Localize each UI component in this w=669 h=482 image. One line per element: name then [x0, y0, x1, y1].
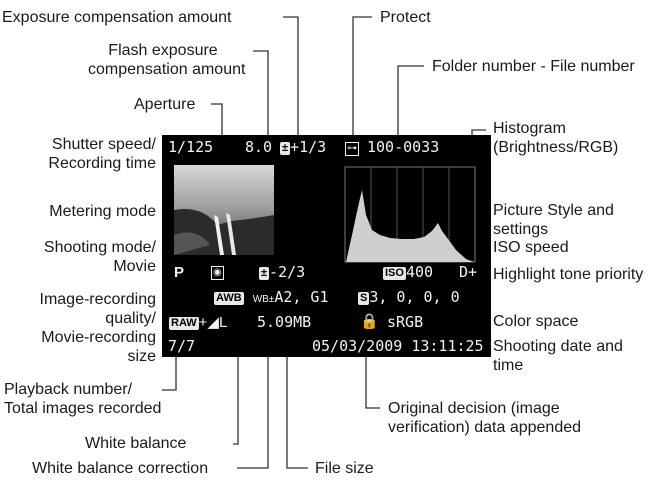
label-iso-speed: ISO speed: [493, 239, 569, 256]
label-shooting-mode: Shooting mode/Movie: [43, 239, 156, 275]
awb-icon: AWB: [214, 292, 244, 305]
iso-icon: ISO: [383, 267, 406, 280]
key-icon: ⊶: [345, 142, 359, 156]
color-space-value: sRGB: [387, 313, 424, 331]
label-white-balance: White balance: [85, 435, 187, 452]
leader-folder-file: [397, 65, 424, 140]
wb-shift-icon: WB±: [252, 294, 275, 305]
shooting-mode-value: P: [174, 264, 185, 281]
leader-exposure-comp: [283, 16, 299, 140]
label-shutter-speed: Shutter speed/Recording time: [48, 136, 156, 172]
shooting-datetime-value: 05/03/2009 13:11:25: [312, 337, 484, 355]
leader-playback: [162, 357, 177, 391]
jpeg-quality-icon: +◢L: [198, 314, 228, 331]
camera-lcd: 1/125 8.0 ±+1/3 ⊶ 100-0033 P ◉ ±-2/3 ISO…: [162, 135, 491, 357]
quality-readout: RAW+◢L: [169, 314, 227, 331]
exposure-comp-icon: ±: [280, 142, 291, 155]
white-balance-readout: AWB WB±A2, G1: [214, 288, 329, 306]
thumbnail-photo: [174, 165, 274, 255]
folder-file-number: 100-0033: [367, 138, 440, 156]
label-folder-file-number: Folder number - File number: [432, 58, 635, 75]
label-protect: Protect: [380, 9, 431, 26]
protect-icon: ⊶: [345, 139, 359, 156]
exposure-comp-readout: ±+1/3: [280, 138, 327, 156]
label-exposure-comp: Exposure compensation amount: [2, 9, 232, 26]
picture-style-icon: S: [358, 292, 370, 305]
leader-aperture: [211, 103, 223, 140]
flash-comp-readout: ±-2/3: [259, 263, 306, 281]
label-aperture: Aperture: [134, 96, 196, 113]
leader-file-size: [286, 327, 308, 469]
label-highlight-tone: Highlight tone priority: [493, 266, 644, 283]
raw-icon: RAW: [169, 317, 199, 330]
lock-icon: 🔒: [360, 312, 379, 330]
histogram-chart: [344, 166, 476, 263]
highlight-tone-value: D+: [459, 263, 478, 281]
label-file-size: File size: [315, 460, 374, 477]
lcd-graphics: [174, 165, 476, 263]
shutter-speed-value: 1/125: [168, 138, 214, 156]
leader-protect: [352, 16, 372, 140]
metering-mode-icon: ◉: [211, 266, 224, 280]
label-metering-mode: Metering mode: [49, 203, 156, 220]
label-playback-number: Playback number/Total images recorded: [4, 381, 162, 417]
label-color-space: Color space: [493, 313, 579, 330]
flash-comp-icon: ±: [259, 267, 270, 280]
label-wb-correction: White balance correction: [32, 460, 209, 477]
aperture-value: 8.0: [245, 138, 273, 156]
playback-number-value: 7/7: [168, 337, 196, 355]
label-histogram: Histogram(Brightness/RGB): [493, 120, 619, 156]
file-size-value: 5.09MB: [257, 313, 312, 331]
